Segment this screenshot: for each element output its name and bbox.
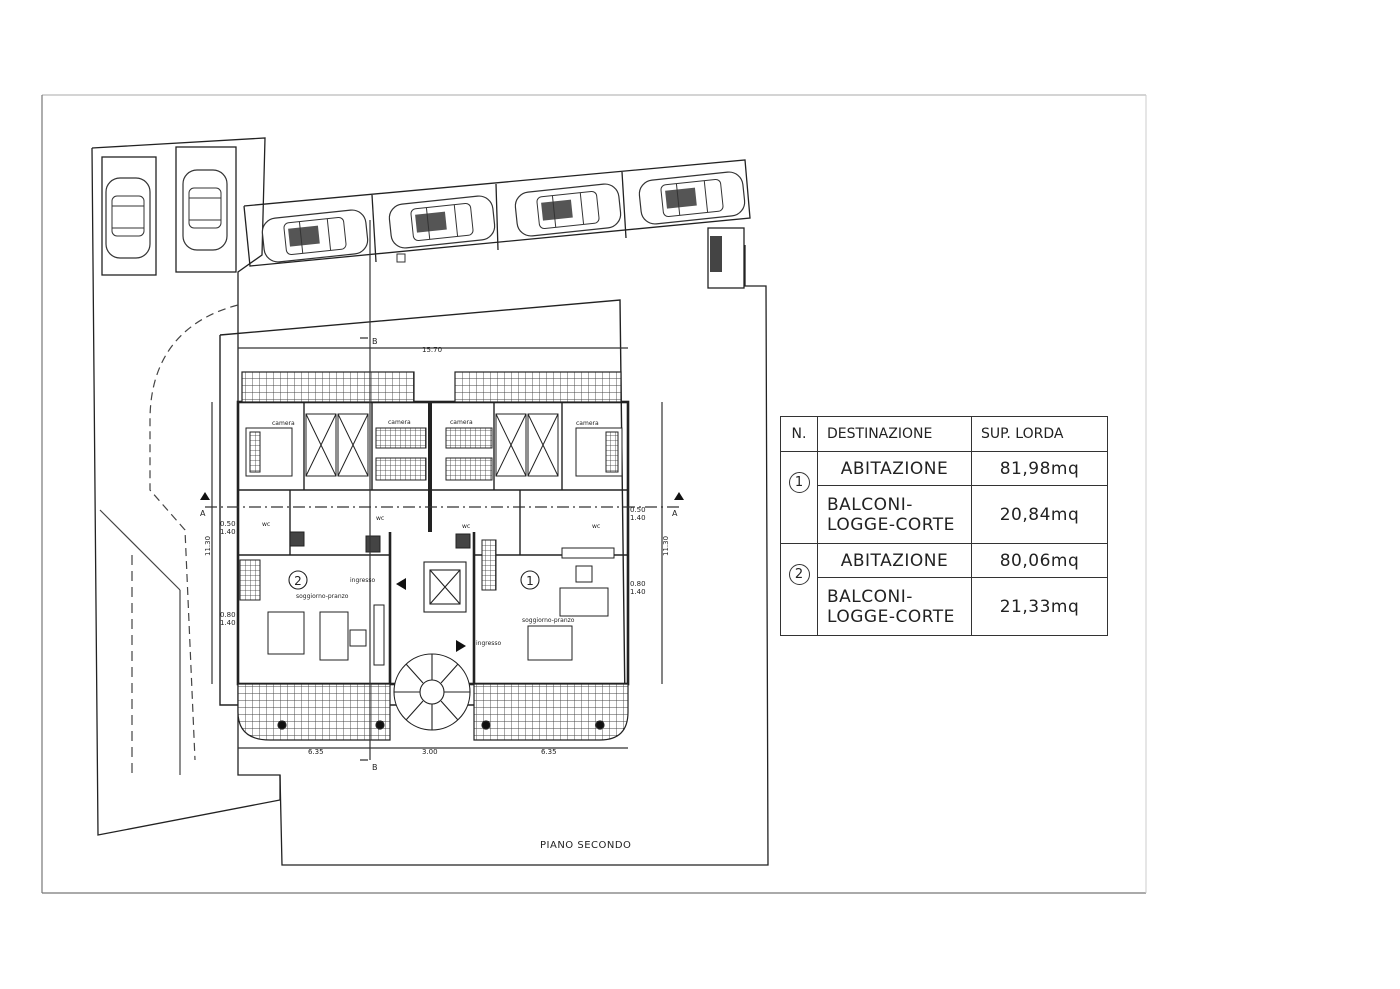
section-label-b-top: B [372,337,378,346]
staircase [393,561,471,731]
furniture [245,413,623,481]
dest-line-2: LOGGE-CORTE [827,514,955,535]
window-dim-living-left-top: 0.80 [220,611,236,619]
row-num-cell: 1 [780,451,818,544]
room-label-wc-2: wc [376,515,384,522]
window-dim-living-right-bottom: 1.40 [630,588,646,596]
table-header-row: N. DESTINAZIONE SUP. LORDA [780,416,1108,452]
dim-bottom-left: 6.35 [308,748,324,756]
parking-area [105,169,747,272]
row-destinazione: BALCONI- LOGGE-CORTE [817,577,972,636]
window-dim-right-bottom: 1.40 [630,514,646,522]
section-label-a-left: A [200,509,206,518]
table-row: 2 ABITAZIONE 80,06mq [780,543,1108,636]
living-furniture [239,531,615,666]
dim-side-left: 11.30 [204,536,212,556]
room-label-ingresso-2: ingresso [350,577,376,584]
room-label-camera-2: camera [388,419,411,426]
window-dim-right-top: 0.50 [630,506,646,514]
unit-number-1: 1 [788,472,810,493]
unit-number-2: 2 [788,564,810,585]
room-label-soggiorno-2: soggiorno-pranzo [296,593,349,600]
svg-text:2: 2 [294,574,302,588]
room-label-camera-3: camera [450,419,473,426]
dest-line-1: BALCONI- [827,586,913,607]
room-label-soggiorno-1: soggiorno-pranzo [522,617,575,624]
header-num: N. [780,416,818,452]
dim-bottom-center: 3.00 [422,748,438,756]
header-destinazione: DESTINAZIONE [817,416,972,452]
table-row: BALCONI- LOGGE-CORTE 20,84mq [781,485,1108,544]
row-superficie: 21,33mq [971,577,1108,636]
row-superficie: 20,84mq [971,485,1108,544]
section-label-b-bottom: B [372,763,378,772]
row-num-cell: 2 [780,543,818,636]
dim-bottom-right: 6.35 [541,748,557,756]
row-superficie: 81,98mq [971,451,1108,486]
building [219,299,630,706]
room-label-ingresso-1: ingresso [476,640,502,647]
row-destinazione: BALCONI- LOGGE-CORTE [817,485,972,544]
balconies [237,371,629,741]
room-label-wc-3: wc [462,523,470,530]
header-superficie: SUP. LORDA [971,416,1108,452]
driveway [149,304,239,761]
section-lines [205,220,680,761]
window-dim-living-right-top: 0.80 [630,580,646,588]
plan-caption: PIANO SECONDO [540,840,631,851]
surface-table: N. DESTINAZIONE SUP. LORDA 1 ABITAZIONE … [780,416,1108,636]
window-dim-left-top: 0.50 [220,520,236,528]
room-label-camera-1: camera [272,420,295,427]
dim-total-width: 15.70 [422,346,442,354]
lot-outline [91,137,769,866]
table-row: BALCONI- LOGGE-CORTE 21,33mq [781,577,1108,636]
surface-table-wrap: N. DESTINAZIONE SUP. LORDA 1 ABITAZIONE … [780,416,1108,636]
unit-1-marker: 1 [520,570,540,590]
svg-text:1: 1 [526,574,534,588]
room-label-wc-1: wc [262,521,270,528]
unit-2-marker: 2 [288,570,308,590]
dest-line-1: BALCONI- [827,494,913,515]
dim-side-right: 11.30 [662,536,670,556]
room-label-wc-4: wc [592,523,600,530]
row-destinazione: ABITAZIONE [817,451,972,486]
row-superficie: 80,06mq [971,543,1108,578]
table-row: 1 ABITAZIONE 81,98mq [780,451,1108,544]
window-dim-left-bottom: 1.40 [220,528,236,536]
window-dim-living-left-bottom: 1.40 [220,619,236,627]
dest-line-2: LOGGE-CORTE [827,606,955,627]
room-label-camera-4: camera [576,420,599,427]
row-destinazione: ABITAZIONE [817,543,972,578]
section-label-a-right: A [672,509,678,518]
